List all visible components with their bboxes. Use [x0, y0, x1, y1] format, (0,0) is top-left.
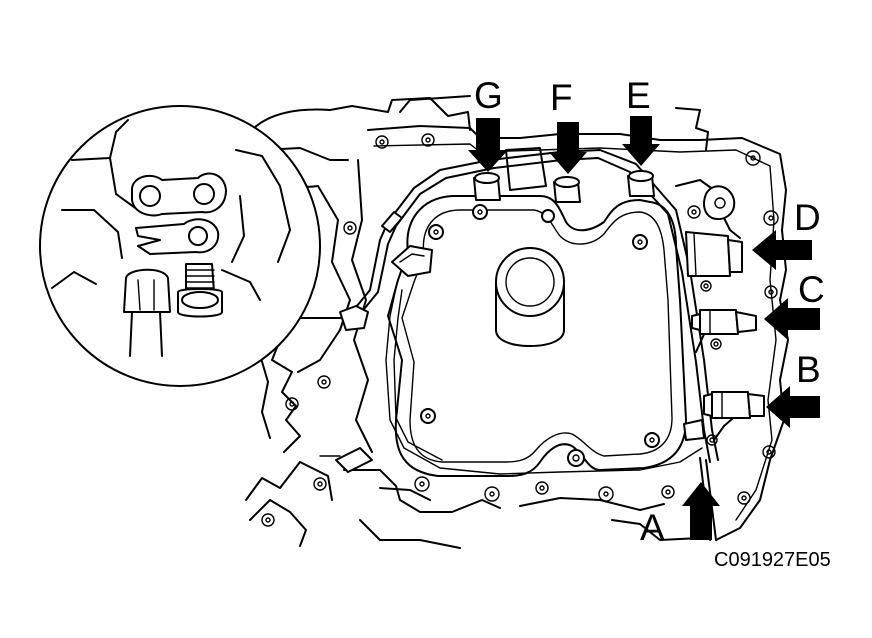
label-f: F	[550, 77, 573, 118]
arrow-f	[549, 122, 587, 174]
solenoid-valve-e	[627, 170, 655, 197]
solenoid-valve-c	[691, 309, 757, 335]
valve-body-cover	[387, 195, 687, 477]
detail-callout	[39, 105, 351, 387]
solenoid-valve-b	[703, 391, 765, 419]
label-a: A	[640, 507, 665, 548]
label-g: G	[474, 75, 503, 116]
solenoid-valve-g	[473, 172, 501, 201]
arrow-g	[468, 118, 508, 172]
arrow-e	[622, 116, 660, 166]
label-d: D	[794, 197, 821, 238]
label-b: B	[796, 349, 821, 390]
label-c: C	[798, 269, 825, 310]
figure-code: C091927E05	[714, 549, 831, 571]
arrow-b	[766, 386, 820, 428]
solenoid-valve-d	[685, 185, 743, 277]
solenoid-valve-f	[553, 176, 581, 203]
arrow-c	[764, 298, 820, 340]
arrow-a	[682, 482, 720, 540]
label-e: E	[626, 75, 651, 116]
upper-valve-block	[505, 147, 547, 191]
arrow-d	[752, 230, 812, 270]
harness-connector	[339, 305, 369, 331]
